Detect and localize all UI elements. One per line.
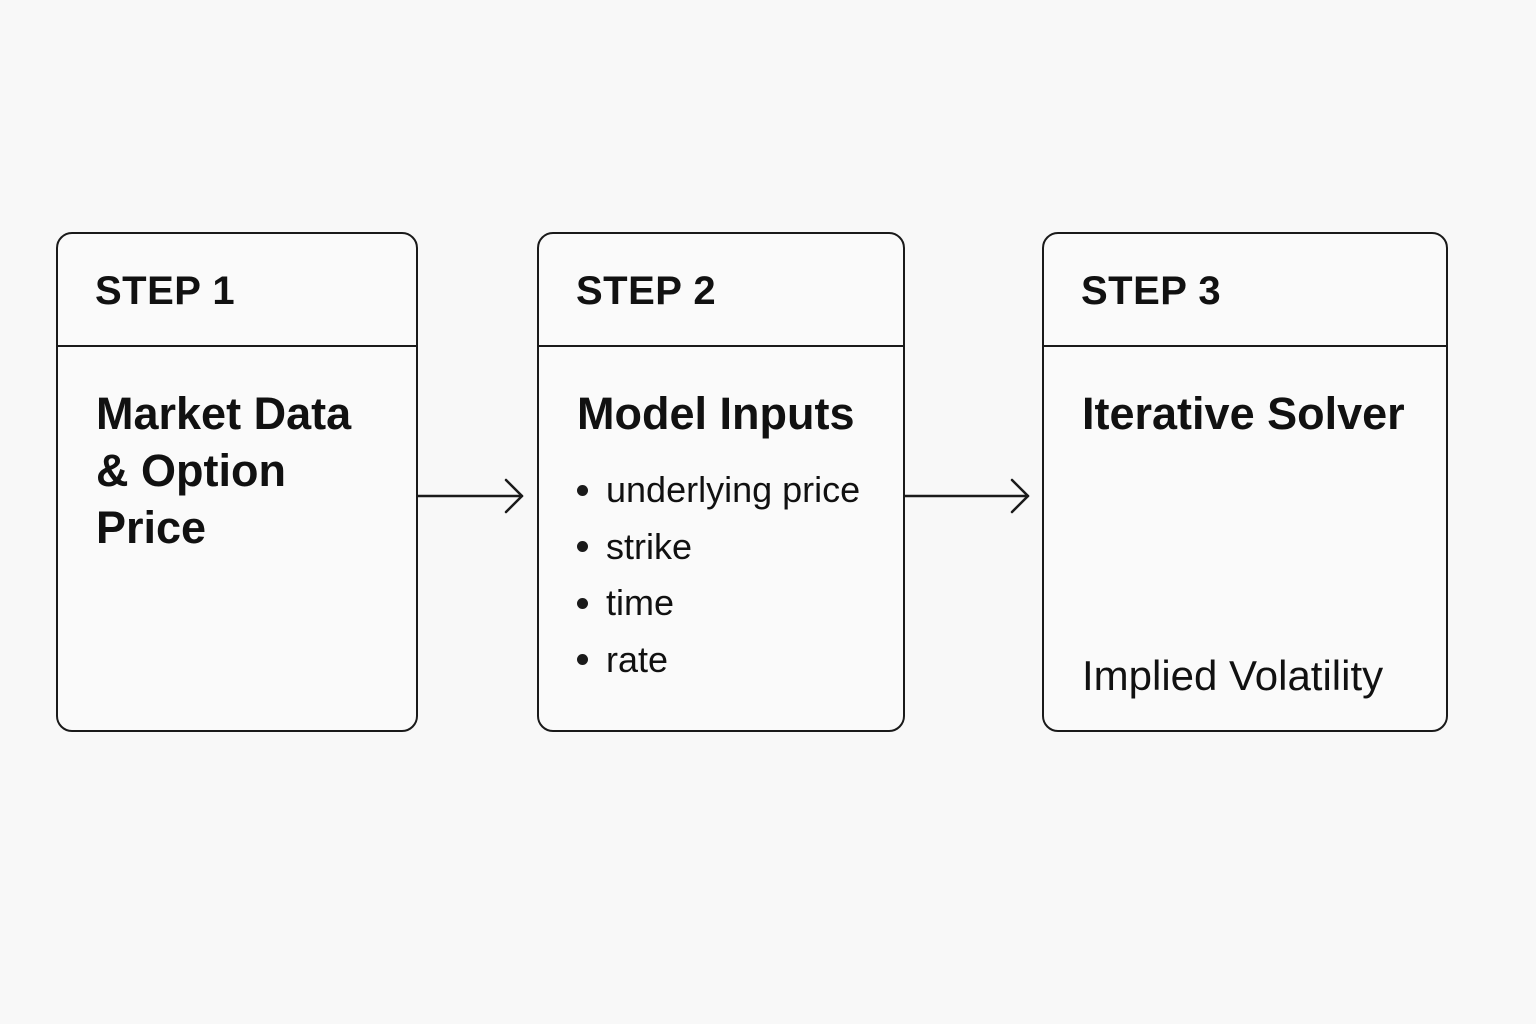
step-3-box: STEP 3 Iterative Solver Implied Volatili… [1042, 232, 1448, 732]
step-1-box: STEP 1 Market Data & Option Price [56, 232, 418, 732]
arrow-step2-to-step3 [903, 478, 1030, 514]
list-item: underlying price [577, 462, 893, 519]
list-item-text: strike [606, 525, 693, 567]
step-3-title: Iterative Solver [1082, 388, 1405, 439]
step-1-label: STEP 1 [95, 269, 236, 313]
step-3-body: Iterative Solver Implied Volatility [1044, 347, 1446, 730]
step-2-header: STEP 2 [539, 234, 903, 347]
list-item: strike [577, 519, 893, 576]
step-3-header: STEP 3 [1044, 234, 1446, 347]
step-2-label: STEP 2 [576, 269, 717, 313]
step-3-result: Implied Volatility [1082, 652, 1384, 699]
arrow-step1-to-step2 [416, 478, 524, 514]
bullet-icon [577, 541, 588, 553]
step-1-title: Market Data & Option Price [96, 385, 406, 556]
step-2-body: Model Inputs underlying price strike tim… [539, 347, 903, 730]
list-item-text: rate [606, 638, 669, 680]
list-item-text: time [606, 582, 675, 623]
step-1-body: Market Data & Option Price [58, 347, 416, 730]
bullet-icon [577, 597, 588, 609]
step-1-title-line-2: & Option Price [96, 445, 286, 553]
step-1-header: STEP 1 [58, 234, 416, 347]
model-inputs-list: underlying price strike time rate [577, 462, 893, 688]
list-item-text: underlying price [606, 469, 861, 510]
step-3-label: STEP 3 [1081, 269, 1222, 313]
step-2-title: Model Inputs [577, 388, 855, 439]
bullet-icon [577, 484, 588, 496]
step-2-box: STEP 2 Model Inputs underlying price str… [537, 232, 905, 732]
list-item: rate [577, 632, 893, 689]
bullet-icon [577, 654, 588, 666]
step-1-title-line-1: Market Data [96, 388, 352, 439]
list-item: time [577, 575, 893, 632]
